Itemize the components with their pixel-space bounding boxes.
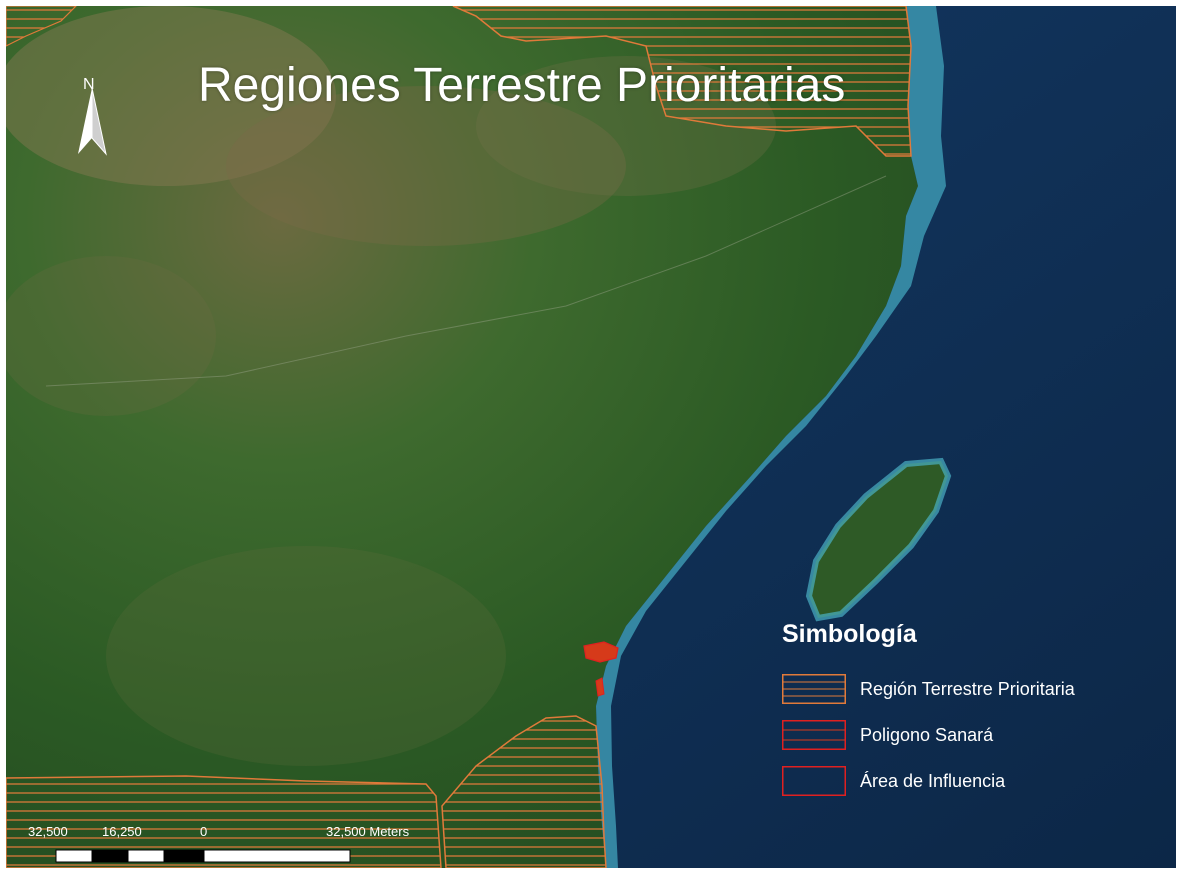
scale-label: 16,250: [102, 824, 142, 839]
terrain-patch: [106, 546, 506, 766]
road-line: [45, 175, 887, 387]
priority-region-southeast: [441, 715, 607, 868]
priority-region-north: [452, 6, 912, 157]
legend-label: Área de Influencia: [860, 771, 1006, 791]
satellite-map: [6, 6, 1176, 868]
legend-label: Poligono Sanará: [860, 725, 994, 745]
legend-title: Simbología: [782, 620, 917, 648]
sanara-polygon: [583, 641, 619, 663]
red-outline-swatch-icon: [782, 766, 846, 796]
map-title: Regiones Terrestre Prioritarias: [198, 59, 846, 112]
scale-bar-graphic: [55, 849, 351, 863]
north-arrow-icon: [78, 87, 107, 156]
map-frame: N Regiones Terrestre Prioritarias Simbol…: [6, 6, 1176, 868]
land-mass: [6, 6, 918, 868]
red-filled-swatch-icon: [782, 720, 846, 750]
terrain-patch: [6, 256, 216, 416]
legend-item-priority-region: Región Terrestre Prioritaria: [782, 674, 1152, 706]
legend: Simbología Región Terrestre Prioritaria …: [778, 618, 1158, 818]
priority-region-south: [6, 775, 442, 868]
scale-label: 0: [200, 824, 208, 839]
north-label: N: [83, 76, 95, 93]
influence-area: [595, 677, 605, 697]
hatched-orange-swatch-icon: [782, 674, 846, 704]
scale-bar: 32,500 16,250 0 32,500 Meters: [28, 824, 468, 864]
terrain-patch: [226, 86, 626, 246]
legend-item-sanara-polygon: Poligono Sanará: [782, 720, 1152, 752]
legend-item-influence-area: Área de Influencia: [782, 766, 1152, 798]
island: [805, 457, 952, 622]
legend-label: Región Terrestre Prioritaria: [860, 679, 1075, 699]
scale-label: 32,500: [28, 824, 68, 839]
scale-label: 32,500 Meters: [326, 824, 410, 839]
coastal-shallows: [596, 6, 946, 868]
priority-region-northwest: [6, 6, 77, 47]
